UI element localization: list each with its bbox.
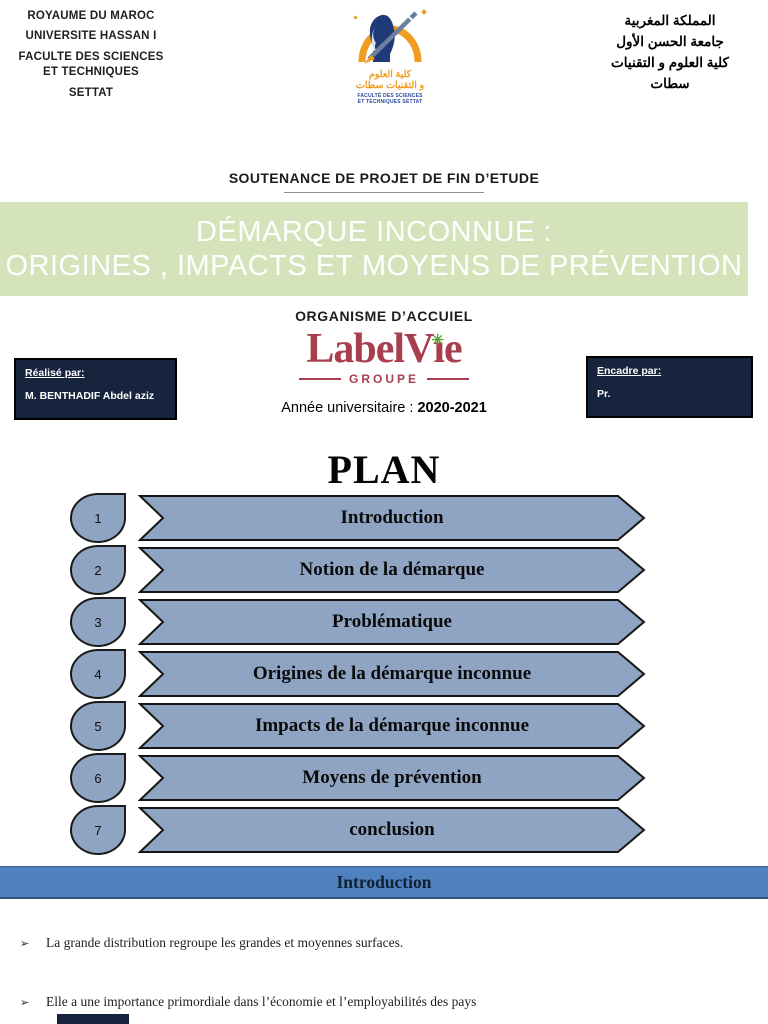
header-line: FACULTE DES SCIENCES	[18, 51, 164, 63]
plan-number-badge: 1	[70, 493, 126, 543]
plan-item-label: conclusion	[349, 819, 435, 840]
arrow-banner: Impacts de la démarque inconnue	[138, 703, 646, 749]
arrow-banner: Introduction	[138, 495, 646, 541]
plan-heading: PLAN	[327, 447, 441, 492]
labelvie-wordmark: LabelVı✳e	[0, 327, 768, 371]
bullet-item: ➢ La grande distribution regroupe les gr…	[20, 934, 744, 953]
plan-number-badge: 3	[70, 597, 126, 647]
plan-item-label: Problématique	[332, 611, 452, 632]
logo-arabic-text: كلية العلوم و التقنيات سطات	[355, 69, 425, 91]
plan-number-badge: 4	[70, 649, 126, 699]
university-header-fr: ROYAUME DU MAROC UNIVERSITE HASSAN I FAC…	[6, 10, 176, 99]
realise-par-label: Réalisé par:	[25, 367, 85, 379]
fst-settat-logo: كلية العلوم و التقنيات سطات FACULTÉ DES …	[338, 4, 442, 105]
main-title-line1: DÉMARQUE INCONNUE :	[196, 216, 552, 248]
header-line-ar: جامعة الحسن الأول	[616, 34, 724, 49]
bullet-item: ➢ Elle a une importance primordiale dans…	[20, 993, 744, 1012]
plan-number-badge: 7	[70, 805, 126, 855]
plan-item-origines: 4 Origines de la démarque inconnue	[70, 648, 646, 700]
labelvie-groupe-row: GROUPE	[0, 372, 768, 386]
fst-logo-icon	[353, 9, 427, 64]
labelvie-groupe-label: GROUPE	[348, 372, 419, 386]
main-title-line2: ORIGINES , IMPACTS ET MOYENS DE PRÉVENTI…	[5, 250, 743, 282]
plan-number-badge: 6	[70, 753, 126, 803]
plan-item-notion: 2 Notion de la démarque	[70, 544, 646, 596]
plan-item-label: Notion de la démarque	[299, 559, 485, 580]
annee-universitaire: Année universitaire : 2020-2021	[281, 400, 487, 416]
header-line-ar: سطات	[650, 76, 690, 91]
intro-bullet-list: ➢ La grande distribution regroupe les gr…	[20, 934, 744, 1024]
labelvie-star-icon: ✳	[431, 333, 444, 349]
logo-latin-text: FACULTÉ DES SCIENCES ET TECHNIQUES SETTA…	[357, 93, 423, 105]
arrow-banner: conclusion	[138, 807, 646, 853]
groupe-line-right	[427, 378, 469, 380]
realise-par-box: Réalisé par: M. BENTHADIF Abdel aziz	[14, 358, 177, 420]
organisme-title: ORGANISME D’ACCUIEL	[295, 308, 473, 324]
plan-item-impacts: 5 Impacts de la démarque inconnue	[70, 700, 646, 752]
plan-item-introduction: 1 Introduction	[70, 492, 646, 544]
plan-list: 1 Introduction 2 Notion de la démarque 3…	[70, 492, 646, 856]
arrow-banner: Notion de la démarque	[138, 547, 646, 593]
encadre-par-label: Encadre par:	[597, 365, 662, 377]
plan-item-label: Introduction	[340, 507, 444, 528]
bullet-text: Elle a une importance primordiale dans l…	[46, 994, 477, 1009]
main-title-banner: DÉMARQUE INCONNUE : ORIGINES , IMPACTS E…	[0, 202, 748, 296]
groupe-line-left	[298, 378, 341, 380]
encadre-par-box: Encadre par: Pr.	[586, 356, 753, 418]
labelvie-logo: LabelVı✳e GROUPE	[0, 327, 768, 386]
plan-item-problematique: 3 Problématique	[70, 596, 646, 648]
header-line: ET TECHNIQUES	[43, 66, 139, 78]
bullet-arrow-icon: ➢	[20, 937, 30, 950]
soutenance-title: SOUTENANCE DE PROJET DE FIN D’ETUDE	[228, 170, 540, 186]
annee-value: 2020-2021	[417, 400, 487, 416]
header-line-ar: كلية العلوم و التقنيات	[611, 55, 729, 70]
plan-item-conclusion: 7 conclusion	[70, 804, 646, 856]
header-line: UNIVERSITE HASSAN I	[25, 30, 157, 42]
arrow-banner: Origines de la démarque inconnue	[138, 651, 646, 697]
arrow-banner: Problématique	[138, 599, 646, 645]
university-header-ar: المملكة المغربية جامعة الحسن الأول كلية …	[580, 14, 760, 98]
bullet-text: La grande distribution regroupe les gran…	[46, 935, 404, 950]
plan-number-badge: 2	[70, 545, 126, 595]
header-line-ar: المملكة المغربية	[624, 13, 716, 28]
title-underline	[284, 192, 484, 193]
plan-item-label: Moyens de prévention	[302, 767, 482, 788]
header-line: SETTAT	[68, 87, 114, 99]
bullet-arrow-icon: ➢	[20, 996, 30, 1009]
plan-item-moyens: 6 Moyens de prévention	[70, 752, 646, 804]
realise-par-name: M. BENTHADIF Abdel aziz	[25, 390, 155, 402]
encadre-par-name: Pr.	[597, 388, 611, 400]
plan-item-label: Impacts de la démarque inconnue	[254, 715, 530, 736]
plan-item-label: Origines de la démarque inconnue	[252, 663, 532, 684]
plan-number-badge: 5	[70, 701, 126, 751]
arrow-banner: Moyens de prévention	[138, 755, 646, 801]
section-header-introduction: Introduction	[0, 866, 768, 899]
next-slide-partial-bar	[57, 1014, 129, 1024]
header-line: ROYAUME DU MAROC	[27, 10, 155, 22]
